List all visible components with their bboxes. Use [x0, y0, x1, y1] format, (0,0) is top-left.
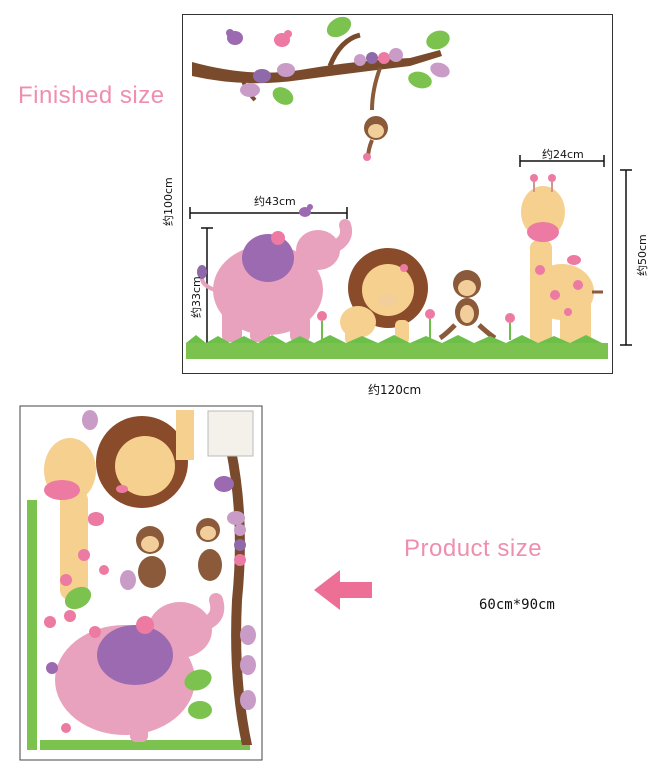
elephant-height-label: 约33cm: [190, 276, 203, 318]
giraffe-height-label: 约50cm: [636, 234, 649, 276]
elephant-width-label: 约43cm: [254, 195, 296, 208]
giraffe: [521, 174, 603, 345]
giraffe-height-dimension: [620, 169, 632, 346]
giraffe-width-label: 约24cm: [542, 148, 584, 161]
product-size-title: Product size: [404, 535, 543, 562]
elephant-width-dimension: [189, 207, 348, 219]
product-sheet: [19, 405, 263, 761]
branch-birds: [226, 29, 292, 47]
finished-size-title: Finished size: [18, 82, 165, 109]
lion: [340, 248, 428, 344]
total-width-label: 约120cm: [368, 383, 422, 397]
giraffe-width-dimension: [519, 155, 605, 167]
branch-leaves: [240, 16, 450, 105]
sitting-monkey: [438, 270, 497, 341]
product-size-value: 60cm*90cm: [479, 597, 555, 613]
grass-top: [186, 335, 608, 359]
tree-branch: [192, 32, 442, 102]
total-height-label: 约100cm: [162, 177, 175, 226]
elephant: [197, 219, 353, 342]
left-arrow: [314, 570, 372, 610]
caterpillar: [354, 48, 403, 66]
flowers-top: [317, 309, 515, 340]
hanging-monkey: [363, 67, 388, 161]
small-bird: [299, 204, 313, 217]
